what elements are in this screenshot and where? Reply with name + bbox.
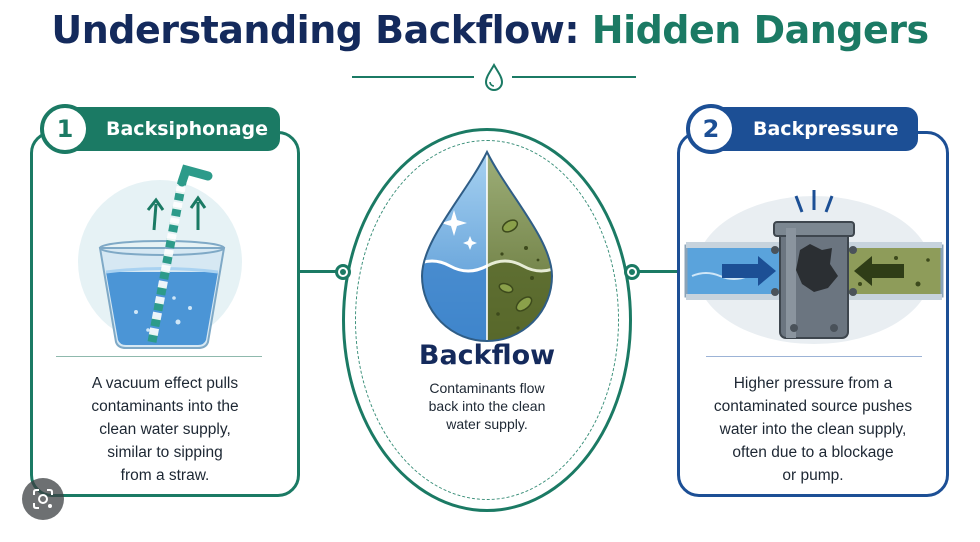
step-number-1: 1 [40, 104, 90, 154]
description-line: Contaminants flow [429, 380, 545, 396]
backflow-oval [342, 128, 632, 512]
backsiphonage-heading: Backsiphonage [62, 107, 280, 151]
glass-with-straw-illustration [78, 164, 242, 349]
card-separator-right [706, 356, 922, 357]
contaminated-drop-illustration [420, 149, 554, 342]
description-line: Higher pressure from a [733, 375, 893, 392]
backflow-title: Backflow [418, 340, 556, 371]
title-divider-left [352, 76, 474, 78]
connector-dot-left [335, 264, 351, 280]
connector-right [636, 270, 678, 273]
description-line: A vacuum effect pulls [91, 375, 239, 392]
title-part-2: Hidden Dangers [591, 8, 929, 52]
backpressure-description: Higher pressure from a contaminated sour… [686, 372, 940, 487]
description-line: water into the clean supply, [719, 421, 907, 438]
title-part-1: Understanding Backflow: [51, 8, 580, 52]
water-drop-icon [484, 62, 504, 91]
description-line: contaminated source pushes [713, 398, 913, 415]
backflow-description: Contaminants flow back into the clean wa… [392, 379, 582, 433]
title-divider-right [512, 76, 636, 78]
backsiphonage-description: A vacuum effect pulls contaminants into … [40, 372, 290, 487]
backpressure-heading: Backpressure [711, 107, 918, 151]
description-line: or pump. [782, 467, 844, 484]
card-separator-left [56, 356, 262, 357]
visual-search-button[interactable] [22, 478, 64, 520]
visual-search-icon [33, 489, 53, 509]
description-line: clean water supply, [99, 421, 231, 438]
description-line: water supply. [446, 416, 528, 432]
connector-dot-right [624, 264, 640, 280]
connector-left [300, 270, 342, 273]
description-line: from a straw. [120, 467, 210, 484]
pipe-blockage-illustration [684, 190, 944, 344]
description-line: contaminants into the [91, 398, 239, 415]
description-line: back into the clean [428, 398, 546, 414]
backflow-oval-dashed [355, 140, 619, 500]
step-number-2: 2 [686, 104, 736, 154]
description-line: often due to a blockage [732, 444, 894, 461]
page-title: Understanding Backflow: Hidden Dangers [0, 8, 980, 52]
description-line: similar to sipping [107, 444, 223, 461]
